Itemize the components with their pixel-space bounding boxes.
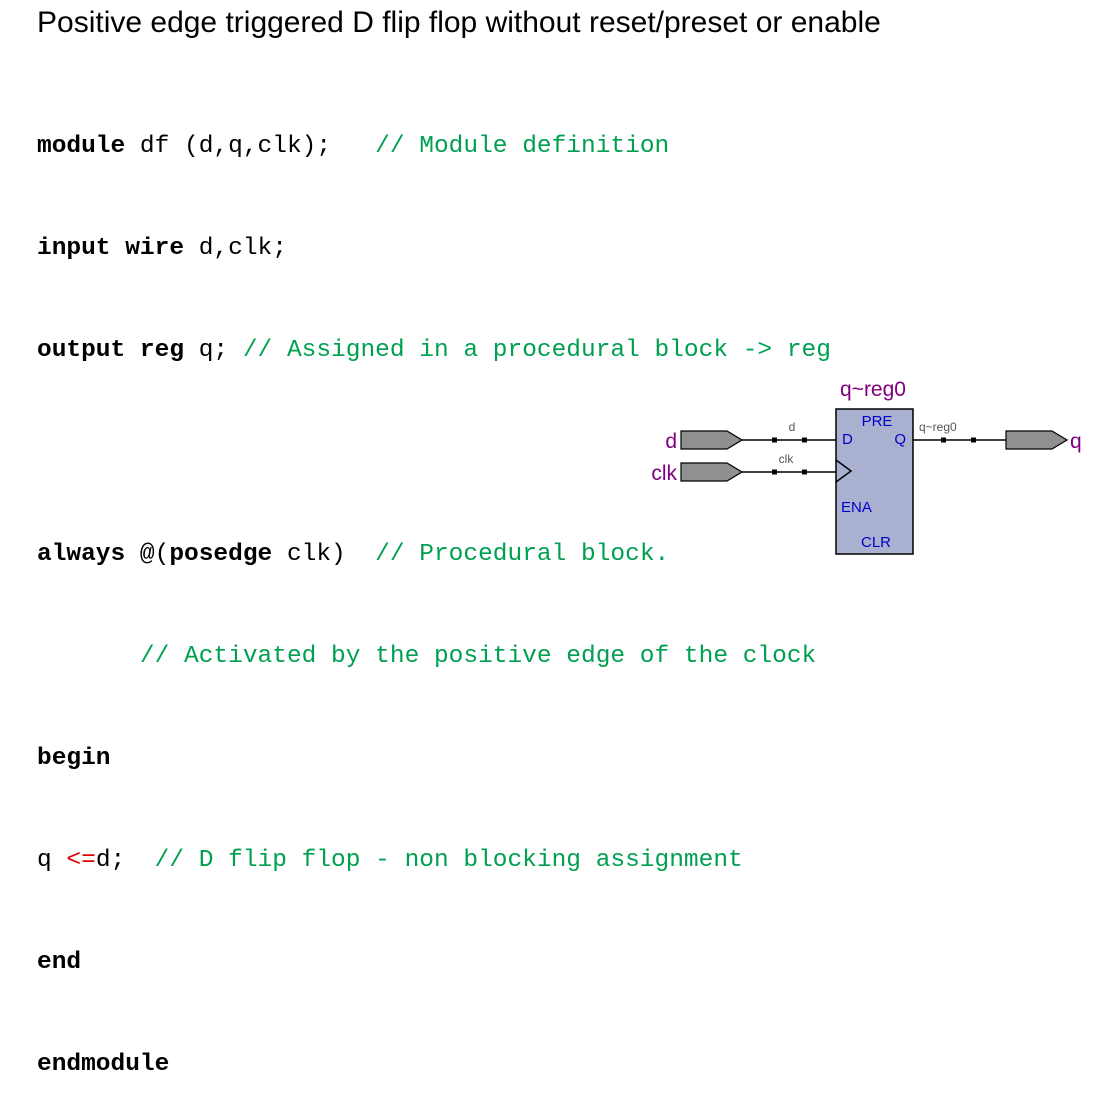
clock-triangle-icon [835,459,853,483]
keyword: reg [139,337,185,364]
input-port-clk [680,462,744,482]
code-comment: // D flip flop - non blocking assignment [154,847,743,874]
keyword: output [37,337,126,364]
slide-title: Positive edge triggered D flip flop with… [37,6,881,39]
wire-clk-node [772,469,777,475]
wire-label-clk: clk [779,452,795,466]
pin-d: D [842,431,853,448]
port-label-q: q [1070,430,1082,453]
code-text: q [37,847,67,874]
code-line-5: always @(posedge clk) // Procedural bloc… [37,538,831,572]
code-line-9: end [37,946,831,980]
code-comment: // Activated by the positive edge of the… [139,643,817,670]
keyword: posedge [169,541,273,568]
code-text: clk) [272,541,376,568]
wire-d-node [772,437,777,443]
code-comment: // Procedural block. [375,541,670,568]
code-line-8: q <=d; // D flip flop - non blocking ass… [37,844,831,878]
code-line-7: begin [37,742,831,776]
keyword: input [37,235,111,262]
instance-name: q~reg0 [840,378,906,401]
input-port-d [680,430,744,450]
wire-clk-node [802,469,807,475]
wire-label-q: q~reg0 [919,420,957,434]
pin-ena: ENA [841,499,872,516]
code-text: d,clk; [184,235,287,262]
code-comment: // Assigned in a procedural block -> reg [242,337,831,364]
code-text: d; [95,847,155,874]
output-port-q [1005,430,1069,450]
code-text: @( [125,541,170,568]
code-line-1: module df (d,q,clk); // Module definitio… [37,130,831,164]
keyword: module [37,133,126,160]
wire-d-node [802,437,807,443]
assign-operator: <= [66,847,96,874]
wire-q-node [971,437,976,443]
pin-pre: PRE [862,413,893,430]
keyword: endmodule [37,1051,170,1078]
keyword: begin [37,745,111,772]
code-line-10: endmodule [37,1048,831,1082]
port-label-clk: clk [651,462,677,485]
pin-q: Q [894,431,906,448]
keyword: wire [125,235,185,262]
code-indent [37,643,140,670]
code-line-2: input wire d,clk; [37,232,831,266]
port-label-d: d [665,430,677,453]
dff-block [835,408,914,555]
flip-flop-schematic: q~reg0 PRE D Q ENA CLR d d clk clk q~reg… [651,378,1082,555]
wire-q-node [941,437,946,443]
wire-label-d: d [789,420,796,434]
code-text: q; [184,337,243,364]
keyword: end [37,949,82,976]
code-line-3: output reg q; // Assigned in a procedura… [37,334,831,368]
pin-clr: CLR [861,534,891,551]
code-comment: // Module definition [375,133,670,160]
code-text: df (d,q,clk); [125,133,376,160]
keyword: always [37,541,126,568]
code-line-6: // Activated by the positive edge of the… [37,640,831,674]
